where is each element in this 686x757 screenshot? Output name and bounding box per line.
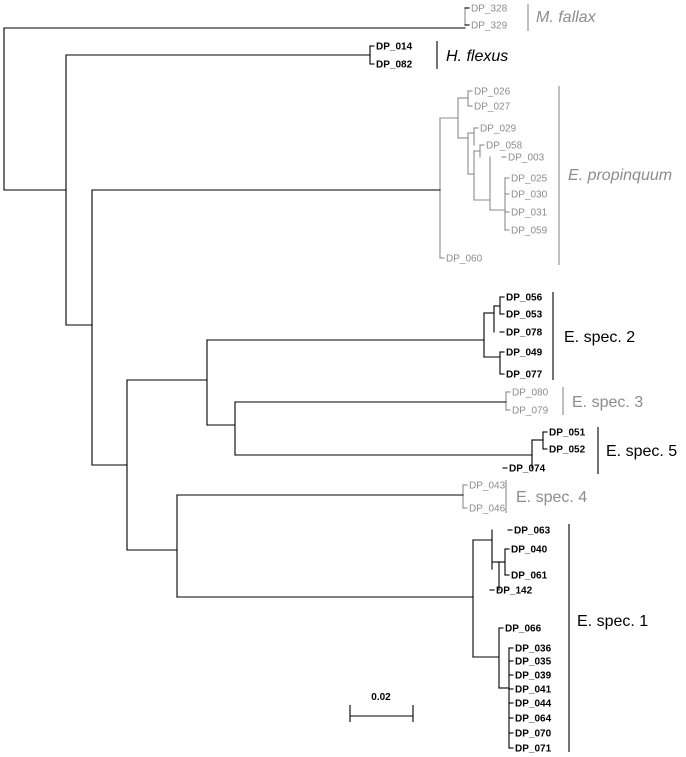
tip-label-dp-025: DP_025 bbox=[511, 174, 548, 185]
tip-label-dp-071: DP_071 bbox=[515, 744, 552, 755]
tip-label-dp-035: DP_035 bbox=[515, 657, 552, 668]
tip-label-dp-041: DP_041 bbox=[515, 685, 552, 696]
tip-label-dp-079: DP_079 bbox=[512, 406, 549, 417]
tip-label-dp-063: DP_063 bbox=[514, 526, 551, 537]
tip-label-dp-070: DP_070 bbox=[515, 729, 552, 740]
tip-label-dp-039: DP_039 bbox=[515, 671, 552, 682]
tip-label-dp-049: DP_049 bbox=[506, 348, 543, 359]
tip-label-dp-053: DP_053 bbox=[506, 310, 543, 321]
tip-label-dp-061: DP_061 bbox=[511, 571, 548, 582]
tip-label-dp-142: DP_142 bbox=[496, 586, 533, 597]
tip-label-dp-080: DP_080 bbox=[512, 388, 549, 399]
tip-label-dp-082: DP_082 bbox=[376, 60, 413, 71]
tip-label-dp-051: DP_051 bbox=[549, 428, 586, 439]
tip-label-dp-329: DP_329 bbox=[471, 21, 508, 32]
tip-label-dp-074: DP_074 bbox=[509, 464, 546, 475]
tip-label-dp-027: DP_027 bbox=[474, 102, 511, 113]
tip-label-dp-060: DP_060 bbox=[446, 254, 483, 265]
clade-label: E. spec. 4 bbox=[516, 489, 587, 506]
clade-label: E. spec. 2 bbox=[564, 329, 635, 346]
clade-label: M. fallax bbox=[536, 9, 597, 26]
tip-label-dp-066: DP_066 bbox=[505, 624, 542, 635]
tree-branches bbox=[3, 7, 548, 749]
tip-label-dp-029: DP_029 bbox=[480, 124, 517, 135]
tip-label-dp-036: DP_036 bbox=[515, 644, 552, 655]
tip-label-dp-064: DP_064 bbox=[515, 714, 552, 725]
tip-label-dp-077: DP_077 bbox=[506, 370, 543, 381]
tip-label-dp-040: DP_040 bbox=[511, 545, 548, 556]
clade-labels: M. fallax H. flexus E. propinquum E. spec. … bbox=[446, 9, 677, 630]
tip-label-dp-030: DP_030 bbox=[511, 190, 548, 201]
clade-label: E. spec. 5 bbox=[606, 443, 677, 460]
clade-label: E. spec. 1 bbox=[577, 613, 648, 630]
tip-label-dp-052: DP_052 bbox=[549, 445, 586, 456]
tip-label-dp-014: DP_014 bbox=[376, 42, 413, 53]
scale-bar: 0.02 bbox=[349, 692, 414, 722]
tip-label-dp-003: DP_003 bbox=[508, 153, 545, 164]
scale-bar-label: 0.02 bbox=[371, 692, 391, 703]
tip-label-dp-056: DP_056 bbox=[506, 293, 543, 304]
tip-label-dp-044: DP_044 bbox=[515, 699, 552, 710]
tip-label-dp-046: DP_046 bbox=[469, 504, 506, 515]
tip-label-dp-026: DP_026 bbox=[474, 87, 511, 98]
clade-label: E. propinquum bbox=[568, 167, 672, 184]
clade-label: E. spec. 3 bbox=[572, 394, 643, 411]
tip-label-dp-059: DP_059 bbox=[511, 226, 548, 237]
tip-label-dp-058: DP_058 bbox=[486, 141, 523, 152]
tip-label-dp-328: DP_328 bbox=[471, 4, 508, 15]
tip-label-dp-078: DP_078 bbox=[506, 328, 543, 339]
clade-label: H. flexus bbox=[446, 48, 508, 65]
tip-label-dp-043: DP_043 bbox=[469, 481, 506, 492]
tip-labels: DP_328DP_329DP_014DP_082DP_026DP_027DP_0… bbox=[376, 4, 586, 755]
tip-label-dp-031: DP_031 bbox=[511, 208, 548, 219]
clade-bars bbox=[436, 4, 599, 752]
